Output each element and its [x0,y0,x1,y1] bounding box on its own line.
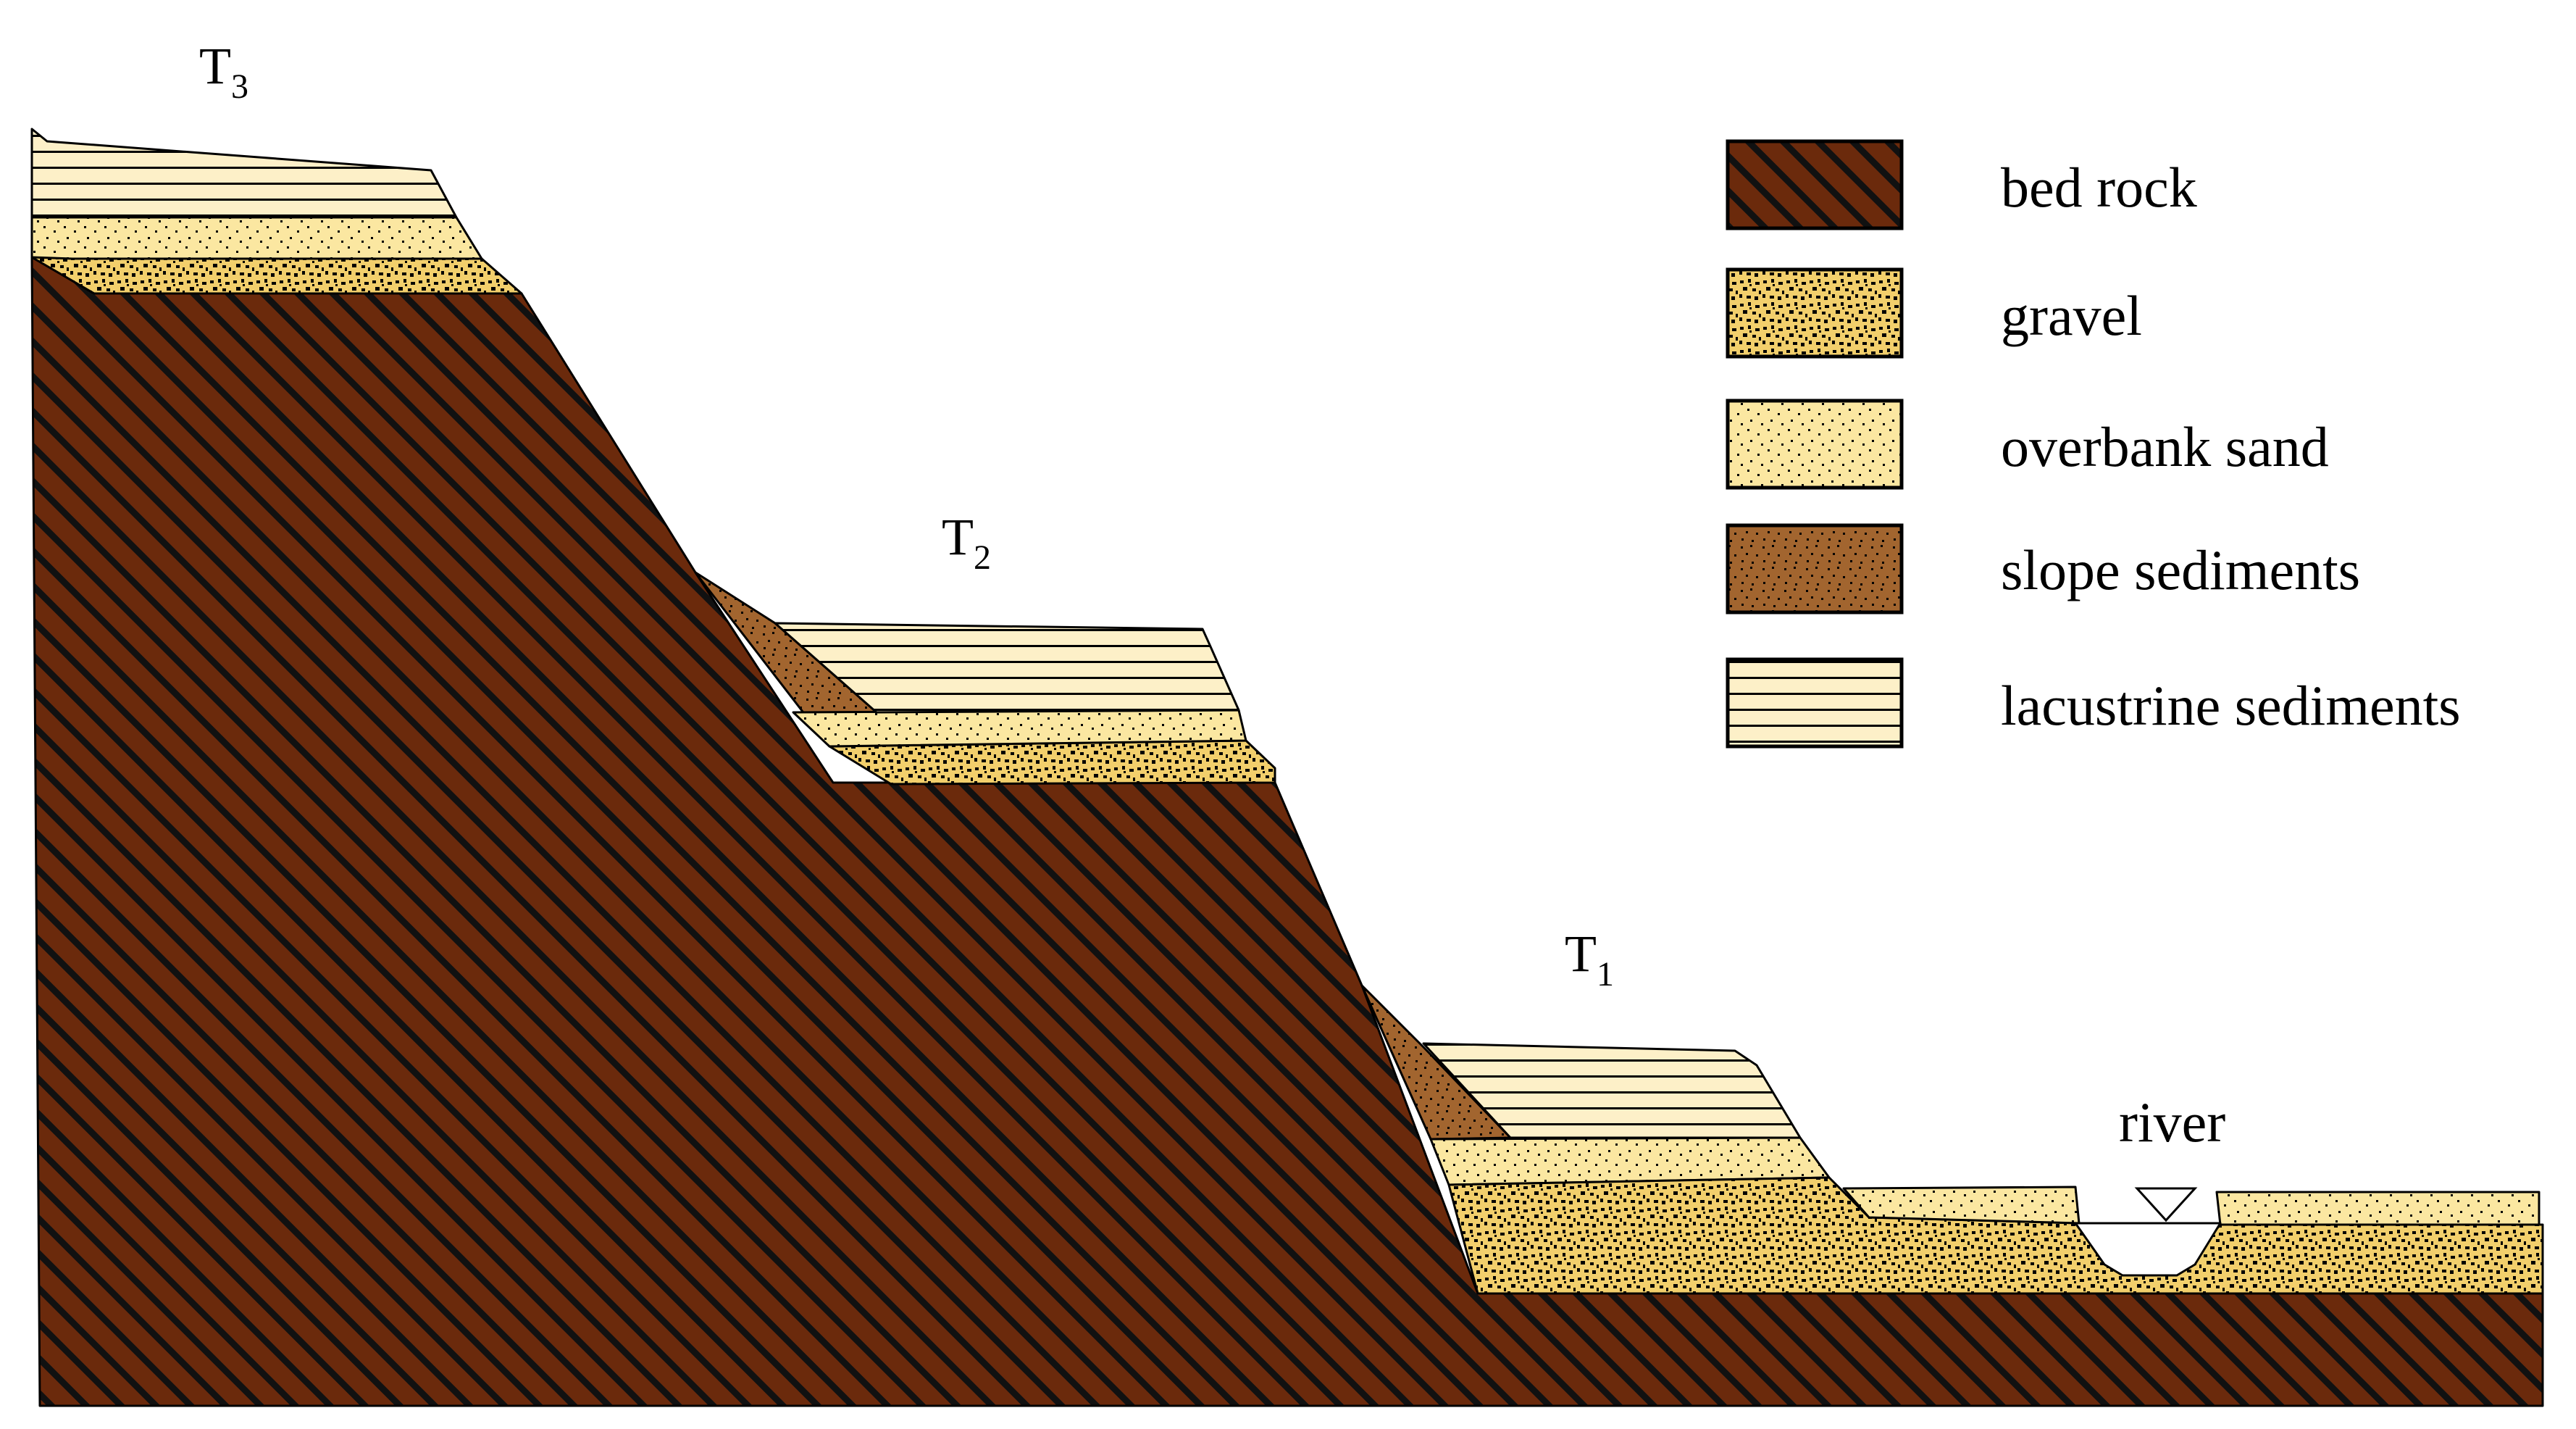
t2-lacustrine-layer [774,622,1240,714]
t3-gravel-layer [30,256,523,295]
legend: bed rock gravel overbank sand slope sedi… [1726,139,2461,749]
legend-swatch-slope [1726,523,1904,614]
legend-label-gravel: gravel [2001,284,2142,347]
legend-swatch-gravel [1726,267,1904,359]
river-channel [2074,1222,2222,1277]
cross-section [30,128,2544,1407]
t3-sand-layer [30,216,483,260]
t1-lacustrine-layer [1422,1042,1802,1139]
legend-swatch-sand [1726,399,1904,490]
water-level-marker [2134,1187,2198,1222]
legend-label-slope: slope sediments [2001,538,2360,601]
t2-gravel-layer [828,739,1276,786]
legend-swatch-lacustrine [1726,657,1904,749]
t2-sand-layer [792,709,1247,748]
terrace-label-t1: T1 [1565,925,1614,993]
floodplain-sand-left [1842,1186,2081,1225]
terrace-label-t2: T2 [942,508,991,577]
river-label: river [2119,1091,2225,1154]
legend-label-sand: overbank sand [2001,415,2329,478]
legend-swatch-bedrock [1726,139,1904,230]
legend-label-lacustrine: lacustrine sediments [2001,674,2461,737]
legend-label-bedrock: bed rock [2001,156,2197,219]
terrace-label-t3: T3 [199,37,248,106]
t3-lacustrine-layer [30,128,458,219]
floodplain-sand-right [2215,1191,2541,1226]
